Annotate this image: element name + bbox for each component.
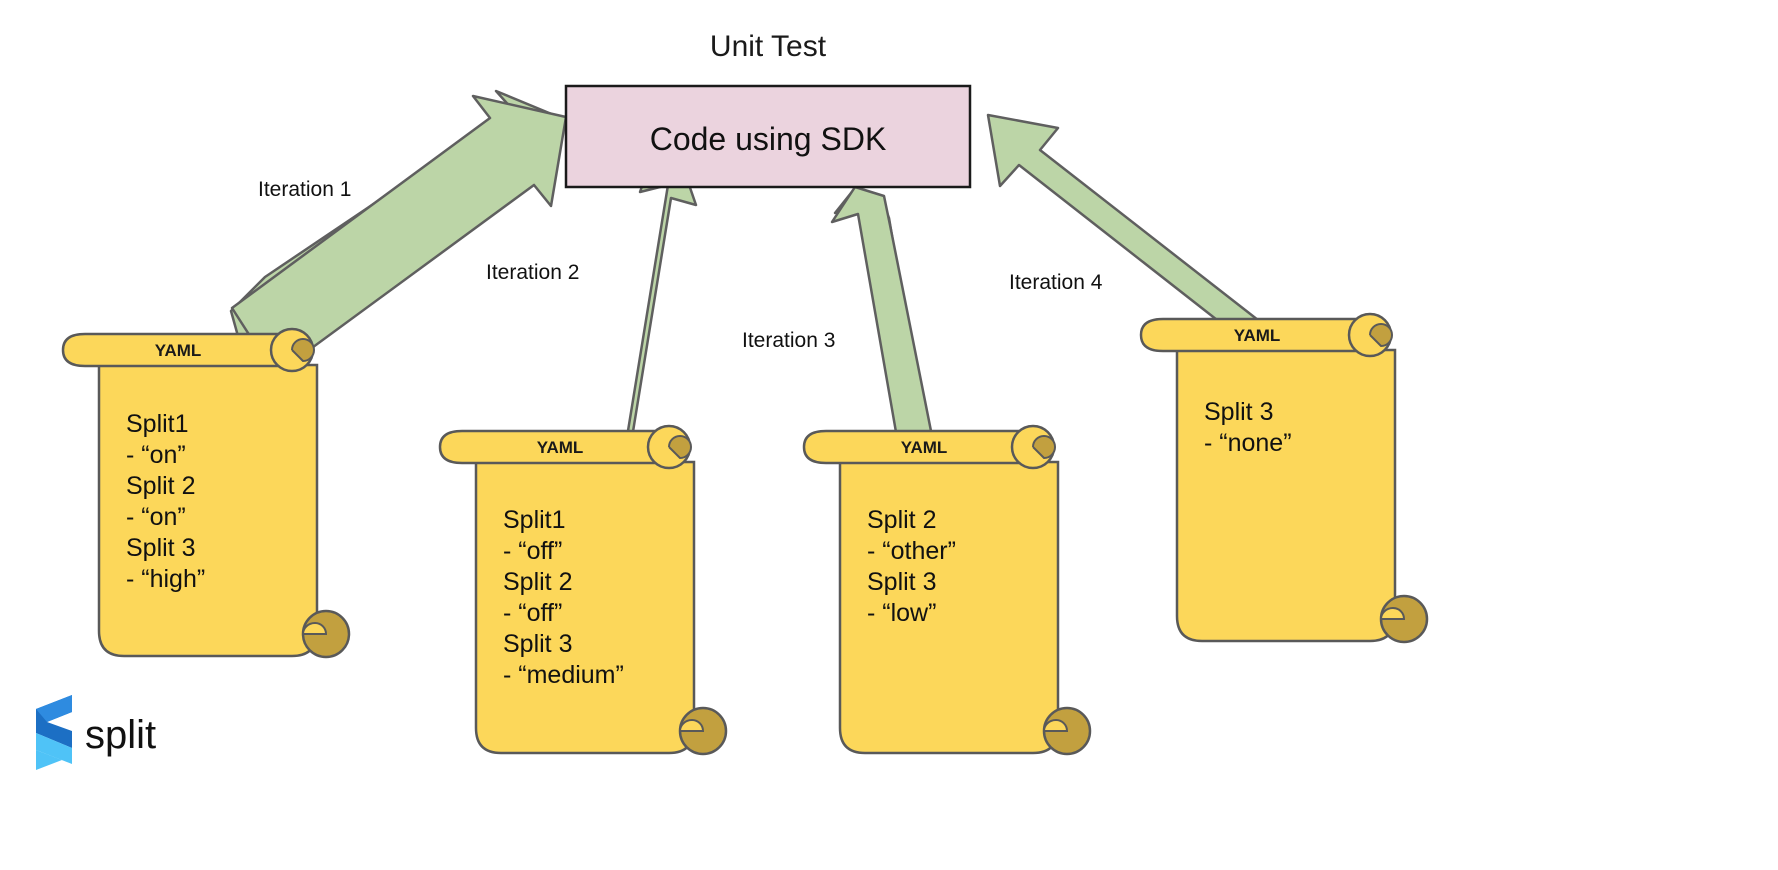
page-title: Unit Test (710, 30, 827, 63)
yaml-header-label-4: YAML (1234, 326, 1281, 345)
yaml-line: - “other” (867, 537, 956, 565)
yaml-bottom-curl-2 (678, 706, 728, 756)
yaml-line: Split 2 (503, 568, 572, 596)
yaml-bottom-curl-1 (301, 609, 351, 659)
arrow-iteration-4 (986, 113, 1260, 336)
yaml-header-label-3: YAML (901, 438, 948, 457)
yaml-header-label-2: YAML (537, 438, 584, 457)
yaml-line: - “none” (1204, 429, 1292, 457)
yaml-line: - “off” (503, 599, 562, 627)
yaml-header-label-1: YAML (155, 341, 202, 360)
split-logo: split (36, 695, 156, 770)
yaml-line: Split 2 (867, 506, 936, 534)
edge-label-iteration-3: Iteration 3 (742, 329, 835, 352)
split-logo-wordmark: split (85, 713, 156, 757)
arrow-iteration-1-shape (230, 94, 568, 377)
edge-label-iteration-4: Iteration 4 (1009, 271, 1103, 294)
yaml-line: Split 3 (867, 568, 936, 596)
yaml-document-3[interactable]: YAML Split 2 - “other” Split 3 - “low” (802, 424, 1092, 756)
yaml-document-4[interactable]: YAML Split 3 - “none” (1139, 312, 1429, 644)
central-node-box (564, 84, 972, 189)
edge-label-iteration-1: Iteration 1 (258, 178, 351, 201)
yaml-line: - “on” (126, 503, 186, 531)
yaml-line: - “medium” (503, 661, 624, 689)
yaml-top-curl-1 (269, 327, 315, 373)
yaml-line: - “high” (126, 565, 205, 593)
split-chevron-logo-icon (36, 695, 72, 770)
yaml-line: Split1 (126, 410, 189, 438)
yaml-top-curl-4 (1347, 312, 1393, 358)
yaml-document-1[interactable]: YAML Split1 - “on” Split 2 - “on” Split … (61, 327, 351, 659)
central-node-code-using-sdk[interactable]: Code using SDK (564, 84, 972, 189)
edge-label-iteration-2: Iteration 2 (486, 261, 579, 284)
yaml-line: - “on” (126, 441, 186, 469)
arrow-iteration-3-shape (830, 185, 934, 457)
yaml-line: Split 2 (126, 472, 195, 500)
yaml-document-2[interactable]: YAML Split1 - “off” Split 2 - “off” Spli… (438, 424, 728, 756)
yaml-body-4 (1175, 348, 1397, 643)
yaml-bottom-curl-3 (1042, 706, 1092, 756)
yaml-line: Split 3 (503, 630, 572, 658)
yaml-top-curl-2 (646, 424, 692, 470)
yaml-top-curl-3 (1010, 424, 1056, 470)
yaml-line: - “off” (503, 537, 562, 565)
yaml-bottom-curl-4 (1379, 594, 1429, 644)
yaml-line: Split 3 (126, 534, 195, 562)
yaml-line: Split1 (503, 506, 566, 534)
yaml-line: Split 3 (1204, 398, 1273, 426)
central-node-label: Code using SDK (650, 121, 887, 157)
yaml-line: - “low” (867, 599, 936, 627)
